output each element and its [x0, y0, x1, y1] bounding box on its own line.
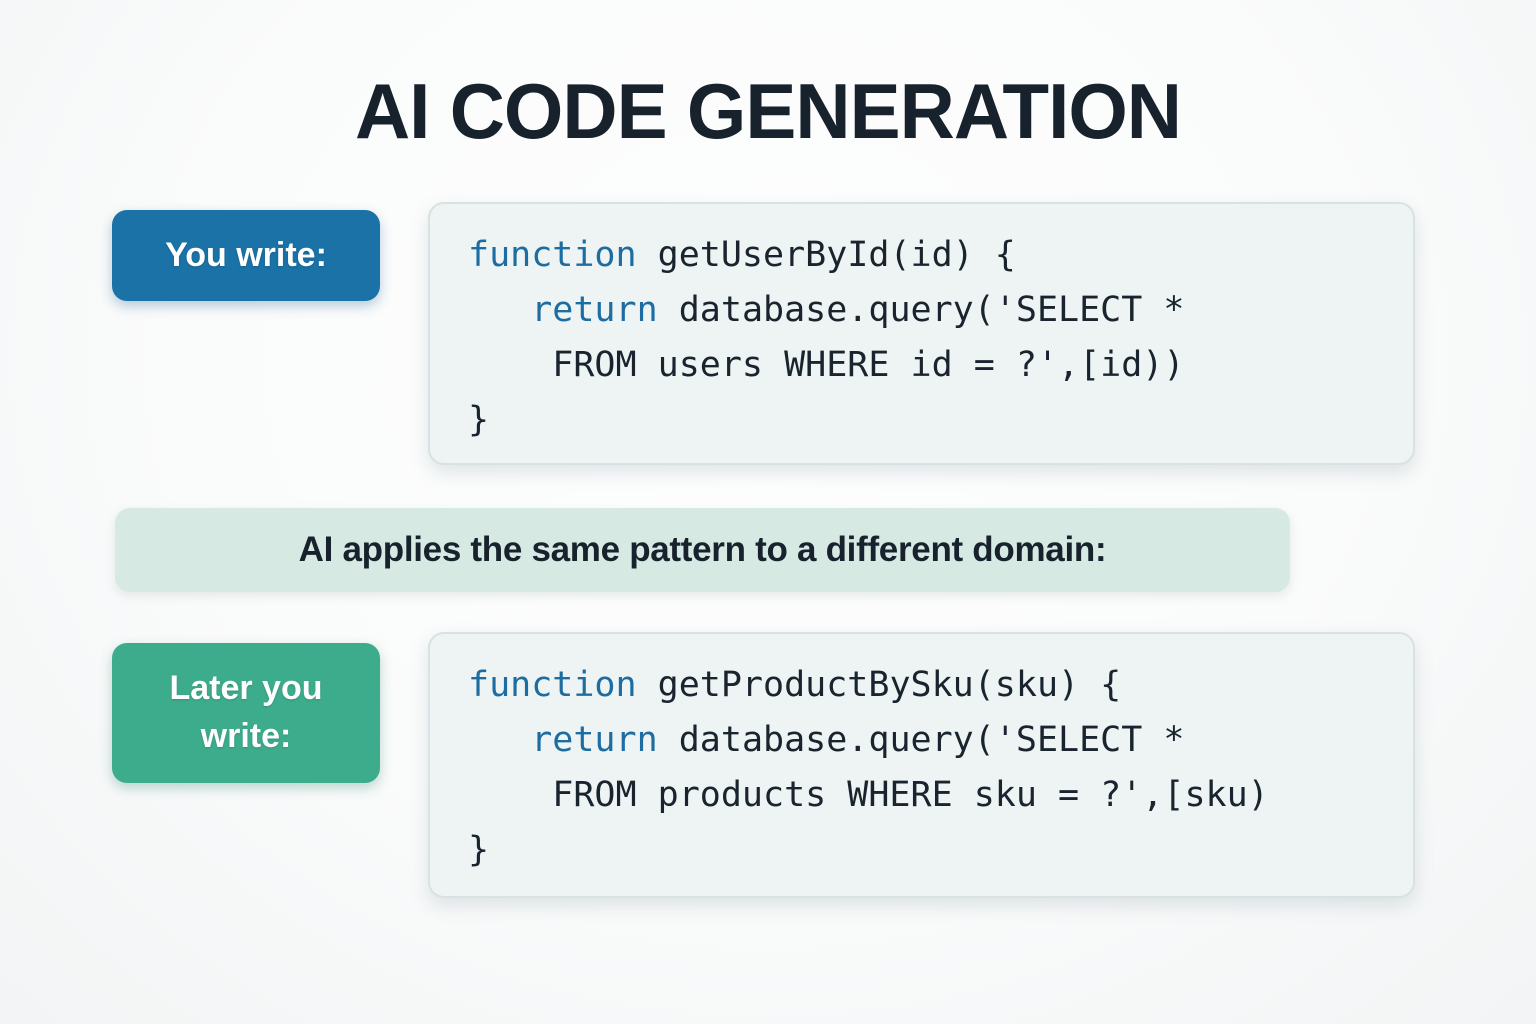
code-line: FROM products WHERE sku = ?',[sku) [468, 775, 1269, 815]
page-title: AI CODE GENERATION [354, 67, 1182, 155]
code-line: function getUserById(id) { [468, 235, 1016, 275]
code-block-get-user-by-id: function getUserById(id) { return databa… [428, 202, 1415, 465]
later-you-write-label-text: Later you write: [169, 669, 323, 755]
code-line: function getProductBySku(sku) { [468, 665, 1122, 705]
code-line: return database.query('SELECT * [531, 290, 1185, 330]
later-you-write-label: Later you write: [112, 643, 380, 783]
code-line: } [468, 830, 490, 870]
you-write-label: You write: [112, 210, 380, 301]
you-write-label-text: You write: [165, 235, 327, 274]
ai-pattern-banner-text: AI applies the same pattern to a differe… [298, 530, 1107, 569]
code-block-get-product-by-sku: function getProductBySku(sku) { return d… [428, 632, 1415, 898]
code-line: } [468, 400, 490, 440]
ai-pattern-banner: AI applies the same pattern to a differe… [115, 508, 1290, 592]
code-line: return database.query('SELECT * [531, 720, 1185, 760]
code-line: FROM users WHERE id = ?',[id)) [468, 345, 1185, 385]
